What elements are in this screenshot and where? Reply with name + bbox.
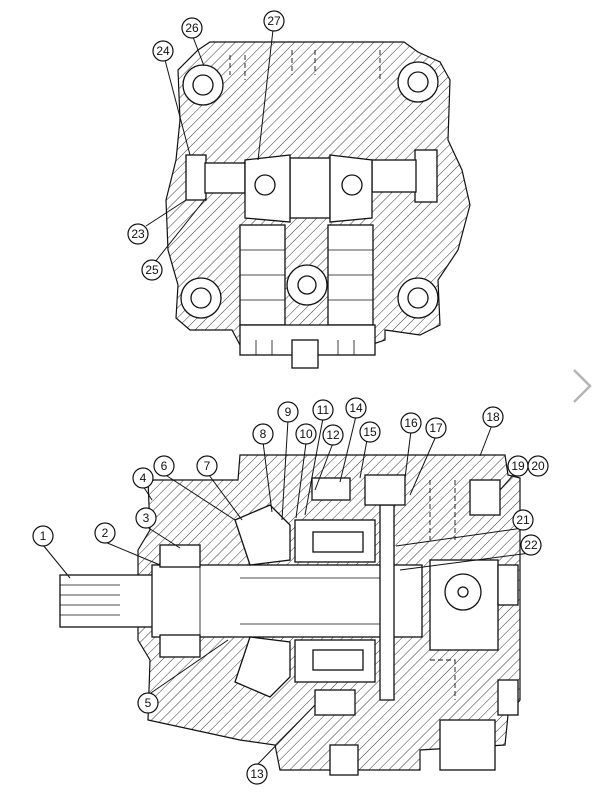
callout-4: 4: [132, 467, 154, 489]
svg-text:15: 15: [363, 425, 377, 439]
svg-text:24: 24: [156, 44, 170, 58]
top-view-callouts: 26 27 24 23 25: [127, 10, 285, 281]
callout-16: 16: [400, 412, 422, 434]
callout-21: 21: [512, 509, 534, 531]
callout-25: 25: [141, 259, 163, 281]
svg-text:6: 6: [161, 459, 168, 473]
svg-text:22: 22: [524, 538, 538, 552]
callout-18: 18: [482, 406, 504, 428]
svg-text:21: 21: [516, 513, 530, 527]
svg-text:8: 8: [260, 427, 267, 441]
callout-13: 13: [246, 763, 268, 785]
callout-14: 14: [345, 397, 367, 419]
callout-9: 9: [277, 401, 299, 423]
svg-text:11: 11: [317, 403, 330, 417]
svg-text:10: 10: [299, 427, 313, 441]
callout-12: 12: [322, 424, 344, 446]
bottom-view-drawing: [59, 454, 521, 776]
bottom-view-callouts: 1 2 3 4 5 6 7 8 9 10 11 12 13 14 15 16 1…: [32, 397, 549, 785]
svg-text:27: 27: [267, 14, 281, 28]
svg-text:19: 19: [511, 459, 525, 473]
callout-3: 3: [135, 507, 157, 529]
svg-text:2: 2: [102, 526, 109, 540]
callout-17: 17: [425, 417, 447, 439]
callout-24: 24: [152, 40, 174, 62]
svg-text:23: 23: [131, 227, 145, 241]
chevron-right-icon[interactable]: [566, 366, 596, 406]
callout-23: 23: [127, 223, 149, 245]
callout-10: 10: [295, 423, 317, 445]
svg-text:16: 16: [404, 416, 418, 430]
callout-8: 8: [252, 423, 274, 445]
callout-2: 2: [94, 522, 116, 544]
callout-5: 5: [137, 692, 159, 714]
svg-text:14: 14: [349, 401, 363, 415]
svg-text:18: 18: [486, 410, 500, 424]
callout-1: 1: [32, 525, 54, 547]
svg-text:12: 12: [326, 428, 340, 442]
svg-text:25: 25: [145, 263, 159, 277]
svg-text:3: 3: [143, 511, 150, 525]
callout-7: 7: [196, 455, 218, 477]
svg-text:5: 5: [145, 696, 152, 710]
svg-text:9: 9: [285, 405, 292, 419]
svg-text:1: 1: [40, 529, 47, 543]
callout-19: 19: [507, 455, 529, 477]
svg-text:4: 4: [140, 471, 147, 485]
chevron-right-icon-glyph: [573, 369, 592, 403]
callout-22: 22: [520, 534, 542, 556]
svg-text:26: 26: [185, 21, 199, 35]
callout-20: 20: [527, 455, 549, 477]
svg-text:20: 20: [531, 459, 545, 473]
callout-27: 27: [263, 10, 285, 32]
callout-26: 26: [181, 17, 203, 39]
svg-text:17: 17: [429, 421, 443, 435]
callout-6: 6: [153, 455, 175, 477]
callout-15: 15: [359, 421, 381, 443]
svg-text:13: 13: [250, 767, 264, 781]
top-view-drawing: [165, 41, 471, 369]
svg-text:7: 7: [204, 459, 211, 473]
callout-11: 11: [312, 399, 334, 421]
